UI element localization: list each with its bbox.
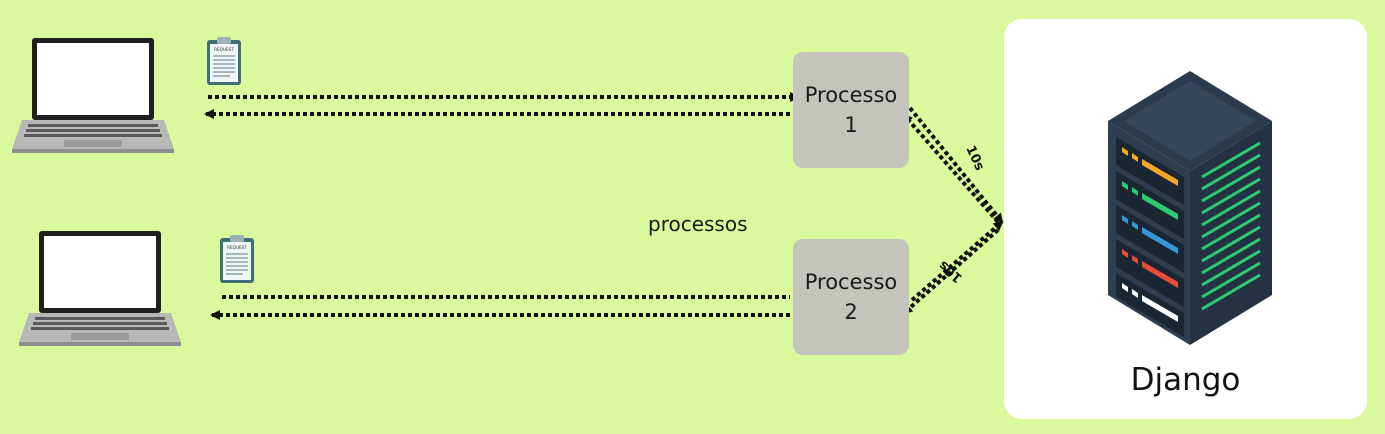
laptop-icon (19, 231, 181, 346)
process1-to-server-arrow-a (908, 106, 1004, 224)
processes-label: processos (648, 212, 748, 236)
timing-label-1: 10s (962, 143, 987, 173)
server-rack-icon (1108, 71, 1272, 345)
request-label: REQUEST (214, 47, 234, 52)
server-card: Django (1004, 19, 1367, 419)
request-label: REQUEST (227, 245, 247, 250)
process-number: 2 (844, 300, 858, 324)
request-clipboard-icon: REQUEST (220, 235, 254, 283)
laptop-icon (12, 38, 174, 153)
process-box-2: Processo 2 (793, 239, 909, 355)
process2-to-server-arrow-a (910, 220, 1004, 302)
status-leds (1122, 147, 1178, 322)
process-box-1: Processo 1 (793, 52, 909, 168)
server-label: Django (1130, 362, 1241, 398)
request-clipboard-icon: REQUEST (207, 37, 241, 85)
process-number: 1 (844, 113, 858, 137)
process-title: Processo (804, 270, 898, 294)
process-title: Processo (804, 83, 898, 107)
process1-to-server-arrow-b (902, 113, 1000, 224)
